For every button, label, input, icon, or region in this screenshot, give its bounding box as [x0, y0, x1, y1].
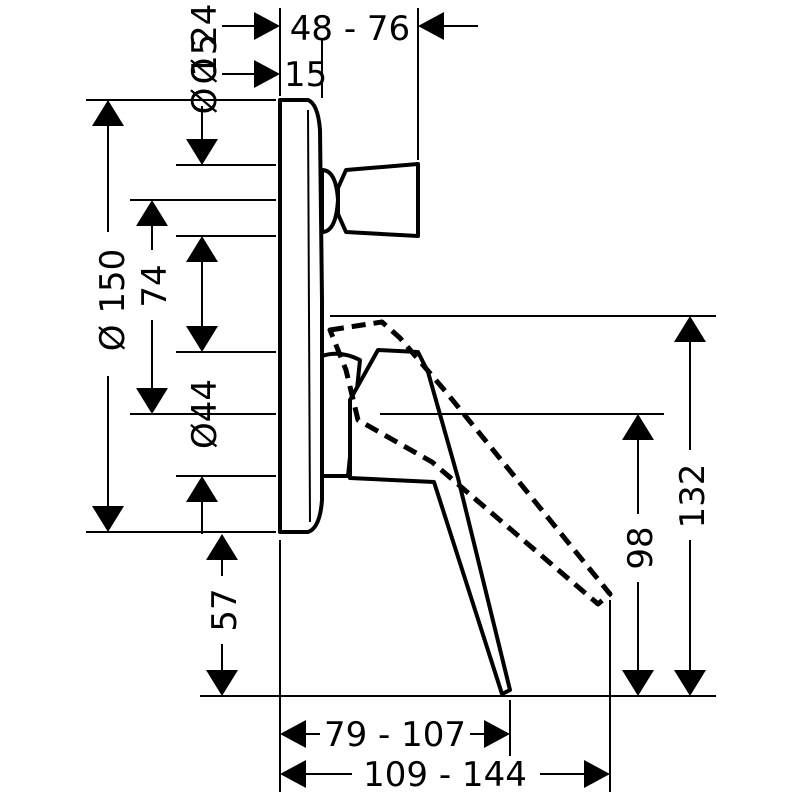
- wall-plate: [278, 98, 324, 534]
- label-98: 98: [621, 526, 661, 569]
- label-57: 57: [205, 588, 245, 631]
- diverter-knob: [320, 162, 420, 238]
- dimension-74: 74: [135, 200, 175, 414]
- dimension-132: 132: [673, 316, 713, 696]
- label-109-144: 109 - 144: [363, 755, 527, 795]
- label-d15: Ø 15: [185, 34, 225, 115]
- dimension-79-107: 79 - 107: [280, 715, 510, 755]
- label-d150: Ø 150: [93, 249, 133, 351]
- dimension-109-144: 109 - 144: [280, 755, 610, 795]
- dimension-d150: Ø 150: [92, 100, 133, 532]
- dimension-98: 98: [621, 414, 661, 696]
- label-132: 132: [673, 464, 713, 529]
- dimension-d15-top: Ø 15 15: [185, 34, 327, 115]
- lever-handle-alt-position: [327, 319, 613, 607]
- dimension-57: 57: [205, 534, 245, 696]
- dimension-d15-vertical: [186, 106, 218, 534]
- label-79-107: 79 - 107: [324, 715, 466, 755]
- dimension-d44: Ø44: [185, 236, 225, 449]
- dimension-48-76: 48 - 76: [290, 9, 478, 49]
- dimension-d24: Ø 24: [185, 4, 280, 85]
- label-15: 15: [284, 55, 327, 95]
- label-d24: Ø 24: [185, 4, 225, 85]
- label-74: 74: [135, 264, 175, 307]
- lever-handle: [320, 348, 512, 696]
- extension-lines: [86, 8, 716, 792]
- label-d44: Ø44: [185, 379, 225, 449]
- label-48-76: 48 - 76: [290, 9, 410, 49]
